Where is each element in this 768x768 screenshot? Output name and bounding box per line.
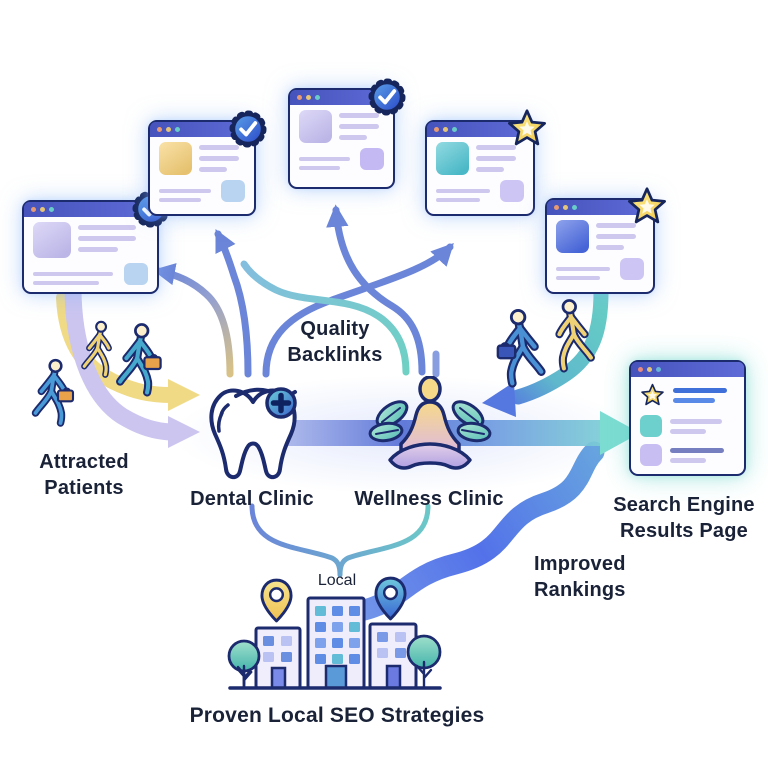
- dental-clinic-icon: [209, 387, 297, 480]
- tree-icon: [227, 639, 261, 690]
- improved-rankings-label: Improved Rankings: [534, 553, 626, 601]
- window-titlebar: [24, 202, 157, 217]
- backlink-arrow-4: [326, 204, 426, 376]
- serp-label: Search Engine Results Page: [613, 494, 755, 542]
- window-thumbnail: [620, 258, 644, 280]
- window-text-lines: [78, 222, 136, 252]
- window-thumbnail: [221, 180, 245, 202]
- dental-clinic-label: Dental Clinic: [190, 488, 314, 510]
- star-icon: [640, 383, 665, 408]
- window-image-placeholder: [33, 222, 71, 258]
- window-titlebar: [427, 122, 533, 137]
- serp-window: [629, 360, 746, 476]
- right-visitors-ribbon: [510, 284, 609, 405]
- local-building-label: Local: [317, 572, 357, 589]
- window-image-placeholder: [436, 142, 469, 175]
- star-badge-icon: [506, 108, 548, 150]
- result-thumbnail-teal: [640, 415, 662, 437]
- attracted-patients-arrow-lavender: [64, 279, 179, 441]
- backlink-site-window-5: [545, 198, 655, 294]
- window-image-placeholder: [556, 220, 589, 253]
- verified-badge-icon: [366, 76, 408, 118]
- window-image-placeholder: [299, 110, 332, 143]
- proven-local-seo-label: Proven Local SEO Strategies: [189, 704, 485, 727]
- tree-icon: [406, 634, 442, 690]
- window-thumbnail: [360, 148, 384, 170]
- brace-to-buildings: [249, 503, 431, 578]
- window-image-placeholder: [159, 142, 192, 175]
- wellness-clinic-icon: [368, 376, 492, 470]
- serp-arrowhead: [600, 411, 640, 455]
- local-business-buildings-icon: [227, 596, 442, 690]
- map-pin-yellow-icon: [260, 578, 293, 623]
- window-titlebar: [547, 200, 653, 215]
- backlink-site-window-1: [22, 200, 159, 294]
- star-badge-icon: [626, 186, 668, 228]
- attracted-patients-label: Attracted Patients: [39, 451, 129, 499]
- backlink-arrow-2: [214, 228, 252, 378]
- result-thumbnail-lavender: [640, 444, 662, 466]
- window-titlebar: [631, 362, 744, 377]
- wellness-clinic-label: Wellness Clinic: [354, 488, 504, 510]
- window-titlebar: [290, 90, 393, 105]
- window-thumbnail: [124, 263, 148, 285]
- backlink-site-window-2: [148, 120, 256, 216]
- window-thumbnail: [500, 180, 524, 202]
- window-titlebar: [150, 122, 254, 137]
- map-pin-blue-icon: [374, 576, 407, 621]
- backlink-arrow-5: [240, 260, 410, 376]
- backlink-site-window-3: [288, 88, 395, 189]
- quality-backlinks-label: Quality Backlinks: [287, 318, 383, 366]
- backlink-site-window-4: [425, 120, 535, 216]
- verified-badge-icon: [227, 108, 269, 150]
- backlink-arrow-1: [152, 263, 234, 378]
